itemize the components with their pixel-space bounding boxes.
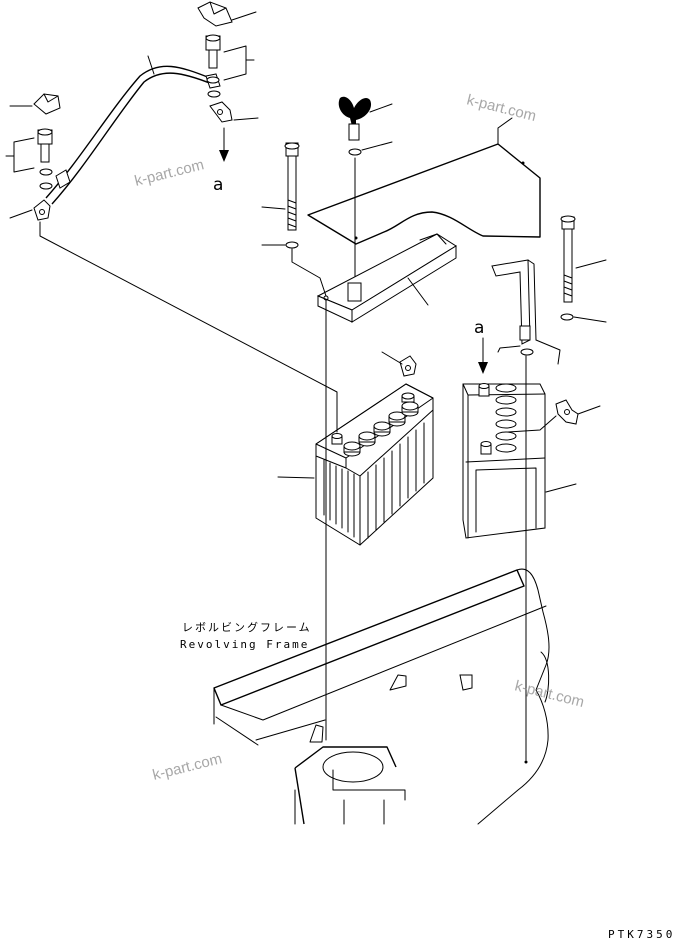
watermark: k-part.com <box>465 91 538 125</box>
frame-label-en: Revolving Frame <box>180 638 309 651</box>
wing-nut <box>338 96 393 293</box>
view-label-left: a <box>213 175 223 195</box>
view-label-right: a <box>474 318 484 338</box>
leader-lines <box>325 299 528 764</box>
watermark: k-part.com <box>133 156 206 190</box>
drawing-code: PTK7350 <box>608 928 675 941</box>
battery-right <box>462 383 577 539</box>
cap-left <box>9 93 61 115</box>
watermark: k-part.com <box>513 677 586 711</box>
bolt-top-small <box>205 34 255 98</box>
battery-hold-bracket <box>316 233 457 323</box>
mount-tube <box>294 746 406 825</box>
cap-top <box>197 1 257 27</box>
battery-left <box>277 383 434 546</box>
battery-cover <box>307 117 541 245</box>
revolving-frame <box>213 568 550 825</box>
long-bolt-right <box>560 215 607 323</box>
terminal-clamp-mid <box>381 351 417 377</box>
battery-cable <box>9 55 338 433</box>
terminal-clamp-right <box>507 399 601 433</box>
long-bolt-left <box>261 142 327 297</box>
view-arrow-left <box>219 127 229 162</box>
watermark: k-part.com <box>151 750 224 784</box>
view-arrow-right <box>478 337 488 374</box>
hook-bracket <box>491 259 561 365</box>
frame-label-jp: レボルビングフレーム <box>182 620 312 634</box>
bolt-left-small <box>5 128 53 190</box>
